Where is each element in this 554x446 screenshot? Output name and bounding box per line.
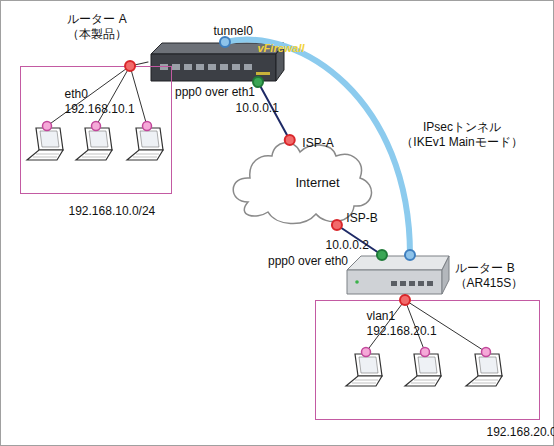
port [409, 281, 415, 286]
cloud-label: Internet [296, 175, 305, 190]
port [232, 64, 240, 70]
device-led [355, 280, 359, 284]
device-front [347, 270, 442, 294]
lan-wire [405, 300, 486, 352]
laptop [127, 128, 163, 160]
router-title: ルーター A （本製品） [67, 12, 128, 42]
laptop [27, 128, 63, 160]
interface-label: tunnel0 [214, 24, 223, 39]
router-node: ルーター B （AR415S） [345, 255, 450, 295]
laptop [405, 354, 441, 386]
interface-dot [125, 61, 135, 71]
lan-box: vlan1 192.168.20.1192.168.20.0/24 [315, 300, 540, 420]
router-title: ルーター B （AR415S） [455, 261, 516, 291]
device-top [347, 256, 449, 270]
interface-dot [405, 250, 415, 260]
port [172, 64, 180, 70]
device-brand: vFirewall [258, 41, 267, 56]
port [160, 64, 168, 70]
subnet-label: 192.168.10.0/24 [69, 204, 78, 219]
interface-dot [400, 295, 410, 305]
port [208, 64, 216, 70]
lan-link [130, 62, 148, 66]
device-side [276, 43, 284, 81]
laptop [466, 354, 502, 386]
ip-address: 10.0.0.1 [236, 101, 245, 116]
router-device [345, 255, 450, 295]
port [400, 281, 406, 286]
interface-label: ppp0 over eth0 [267, 254, 349, 269]
lan-wire [47, 66, 130, 126]
lan-wires [47, 66, 486, 352]
interface-dot [220, 37, 230, 47]
nic-dot [43, 122, 52, 131]
lan-box: eth0 192.168.10.1192.168.10.0/24 [20, 66, 172, 194]
nic-dot [92, 122, 101, 131]
nic-dot [482, 348, 491, 357]
interface-dot [377, 250, 387, 260]
interface-label: vlan1 192.168.20.1 [367, 309, 376, 339]
wan-link [337, 225, 382, 255]
wan-link [258, 82, 290, 140]
interface-label: ppp0 over eth1 [174, 85, 256, 100]
interface-label: eth0 192.168.10.1 [65, 87, 74, 117]
ip-address: 10.0.0.2 [326, 238, 335, 253]
lan-wire [130, 66, 147, 126]
port [184, 64, 192, 70]
nic-dot [143, 122, 152, 131]
nic-dot [421, 348, 430, 357]
isp-label: ISP-B [346, 211, 379, 226]
tunnel-label: IPsecトンネル （IKEv1 Mainモード） [401, 120, 524, 150]
laptop [346, 354, 382, 386]
lan-wire [366, 300, 405, 352]
nic-dots [43, 122, 491, 357]
interface-dot [285, 135, 295, 145]
port [196, 64, 204, 70]
nic-dot [362, 348, 371, 357]
isp-label: ISP-A [302, 136, 335, 151]
device-side [442, 256, 449, 294]
device-front [151, 54, 276, 81]
lan-link [404, 295, 405, 300]
port [220, 64, 228, 70]
ipsec-tunnel [225, 40, 410, 255]
laptop [76, 128, 112, 160]
lan-wire [405, 300, 425, 352]
port [244, 64, 252, 70]
subnet-label: 192.168.20.0/24 [487, 425, 496, 440]
device-stripe [256, 72, 270, 75]
lan-wire [96, 66, 130, 126]
interface-dot [332, 220, 342, 230]
port [427, 281, 433, 286]
port [391, 281, 397, 286]
port [418, 281, 424, 286]
